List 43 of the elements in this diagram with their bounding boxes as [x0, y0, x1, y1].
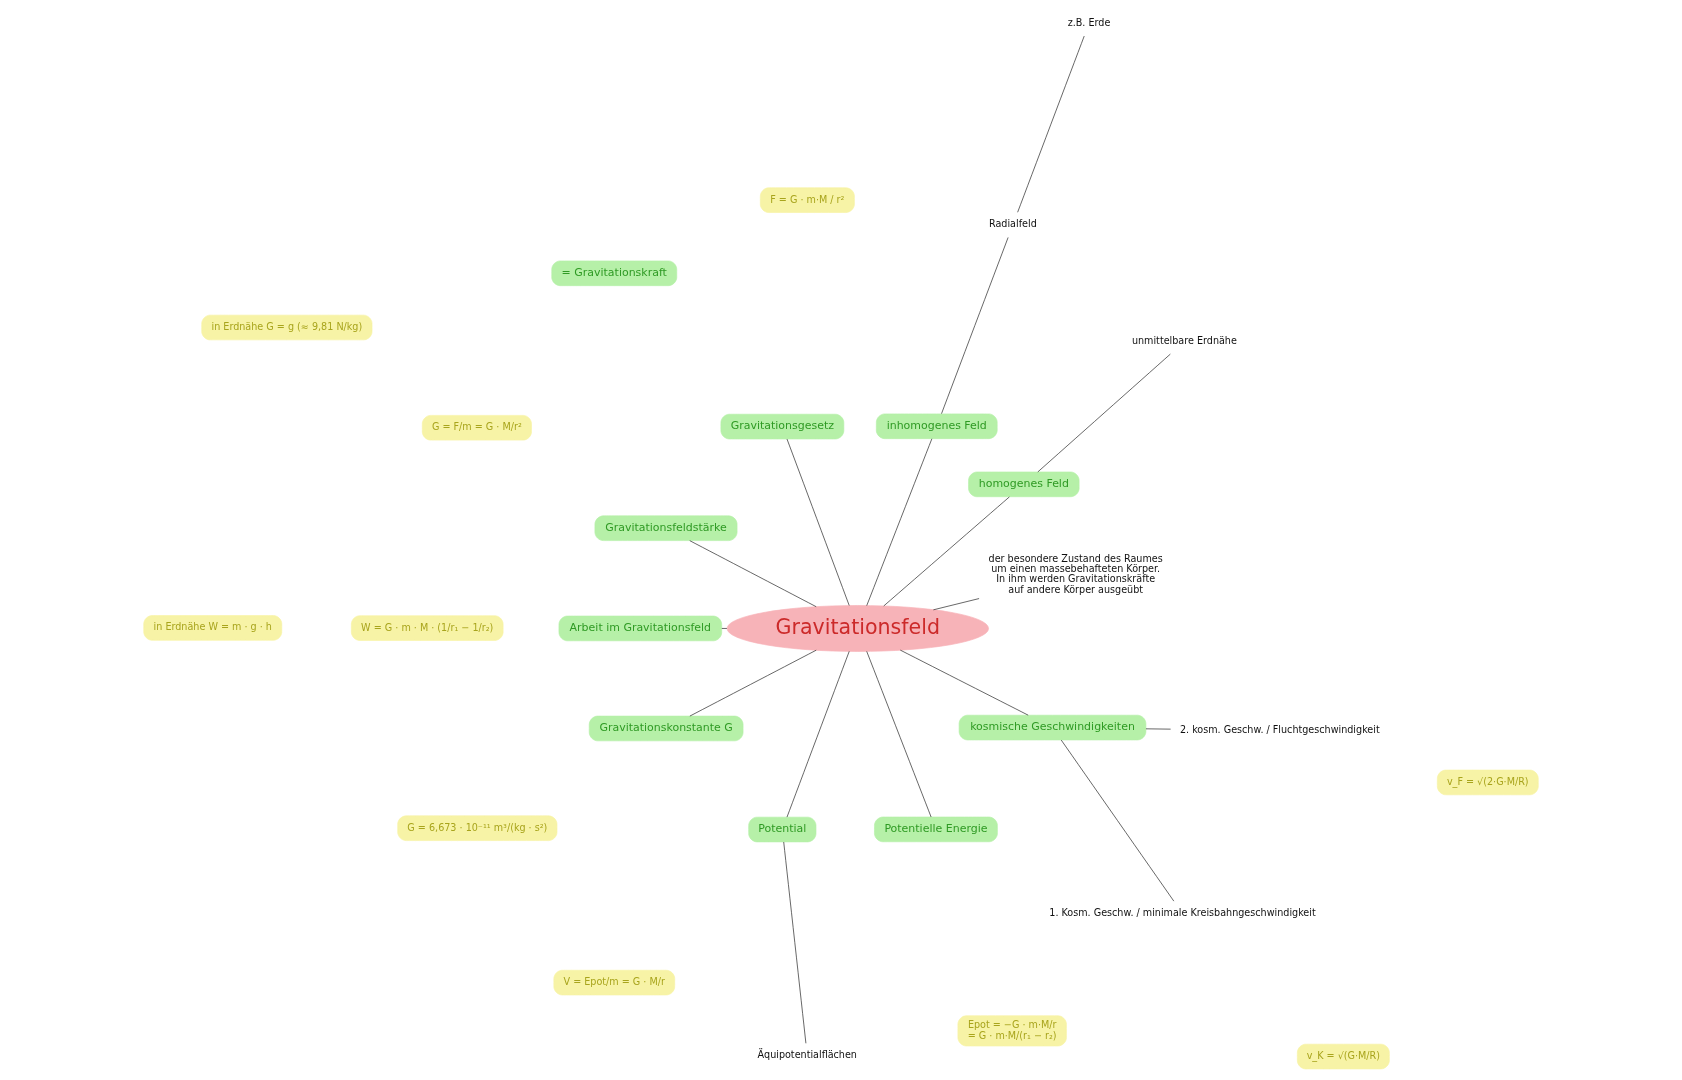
connector [1060, 739, 1175, 902]
connector [933, 598, 980, 611]
node-box: G = F/m = G · M/r² [421, 415, 532, 441]
node-text: der besondere Zustand des Raumes um einen massebehafteten Körper. In ihm werden Gravitationskräfte auf andere Körper ausgeübt [988, 552, 1163, 595]
node-box: homogenes Feld [968, 471, 1080, 498]
node-text: 2. kosm. Geschw. / Fluchtgeschwindigkeit [1179, 724, 1380, 736]
connector [883, 496, 1010, 607]
node-box: v_K = √(G·M/R) [1297, 1043, 1390, 1070]
node-box: kosmische Geschwindigkeiten [958, 714, 1147, 741]
node-box: Gravitationsfeldstärke [594, 515, 738, 541]
connector [866, 651, 932, 818]
node-text: Äquipotentialflächen [757, 1049, 857, 1061]
node-box: = Gravitationskraft [551, 260, 678, 286]
node-box: Potentielle Energie [874, 816, 998, 843]
node-box: Potential [748, 816, 817, 843]
node-text: z.B. Erde [1067, 16, 1111, 28]
node-box: in Erdnähe W = m · g · h [143, 615, 283, 641]
connector [783, 841, 807, 1044]
connector [721, 628, 728, 629]
node-box: inhomogenes Feld [876, 413, 998, 439]
connector [899, 649, 1029, 716]
connector [689, 649, 817, 717]
connector [1037, 353, 1171, 473]
node-box: Gravitationskonstante G [588, 715, 744, 742]
node-box: F = G · m·M / r² [759, 187, 855, 213]
node-box: G = 6,673 · 10⁻¹¹ m³/(kg · s²) [397, 815, 558, 841]
node-box: Arbeit im Gravitationsfeld [558, 615, 723, 642]
node-box: v_F = √(2·G·M/R) [1436, 769, 1539, 796]
connector [689, 540, 817, 608]
connector [1017, 35, 1085, 213]
node-box: Epot = −G · m·M/r = G · m·M/(r₁ − r₂) [957, 1015, 1067, 1047]
node-text: Radialfeld [989, 218, 1037, 230]
node-box: in Erdnähe G = g (≈ 9,81 N/kg) [201, 314, 373, 341]
connector [866, 438, 933, 606]
node-box: Gravitationsgesetz [720, 413, 845, 440]
node-box: W = G · m · M · (1/r₁ − 1/r₂) [351, 615, 504, 641]
connector [786, 438, 850, 606]
node-text: 1. Kosm. Geschw. / minimale Kreisbahngeschwindigkeit [1049, 907, 1316, 919]
connector [786, 651, 850, 818]
node-ellipse: Gravitationsfeld [726, 605, 989, 652]
connector [941, 237, 1009, 414]
node-box: V = Epot/m = G · M/r [553, 969, 676, 996]
node-text: unmittelbare Erdnähe [1131, 335, 1237, 347]
